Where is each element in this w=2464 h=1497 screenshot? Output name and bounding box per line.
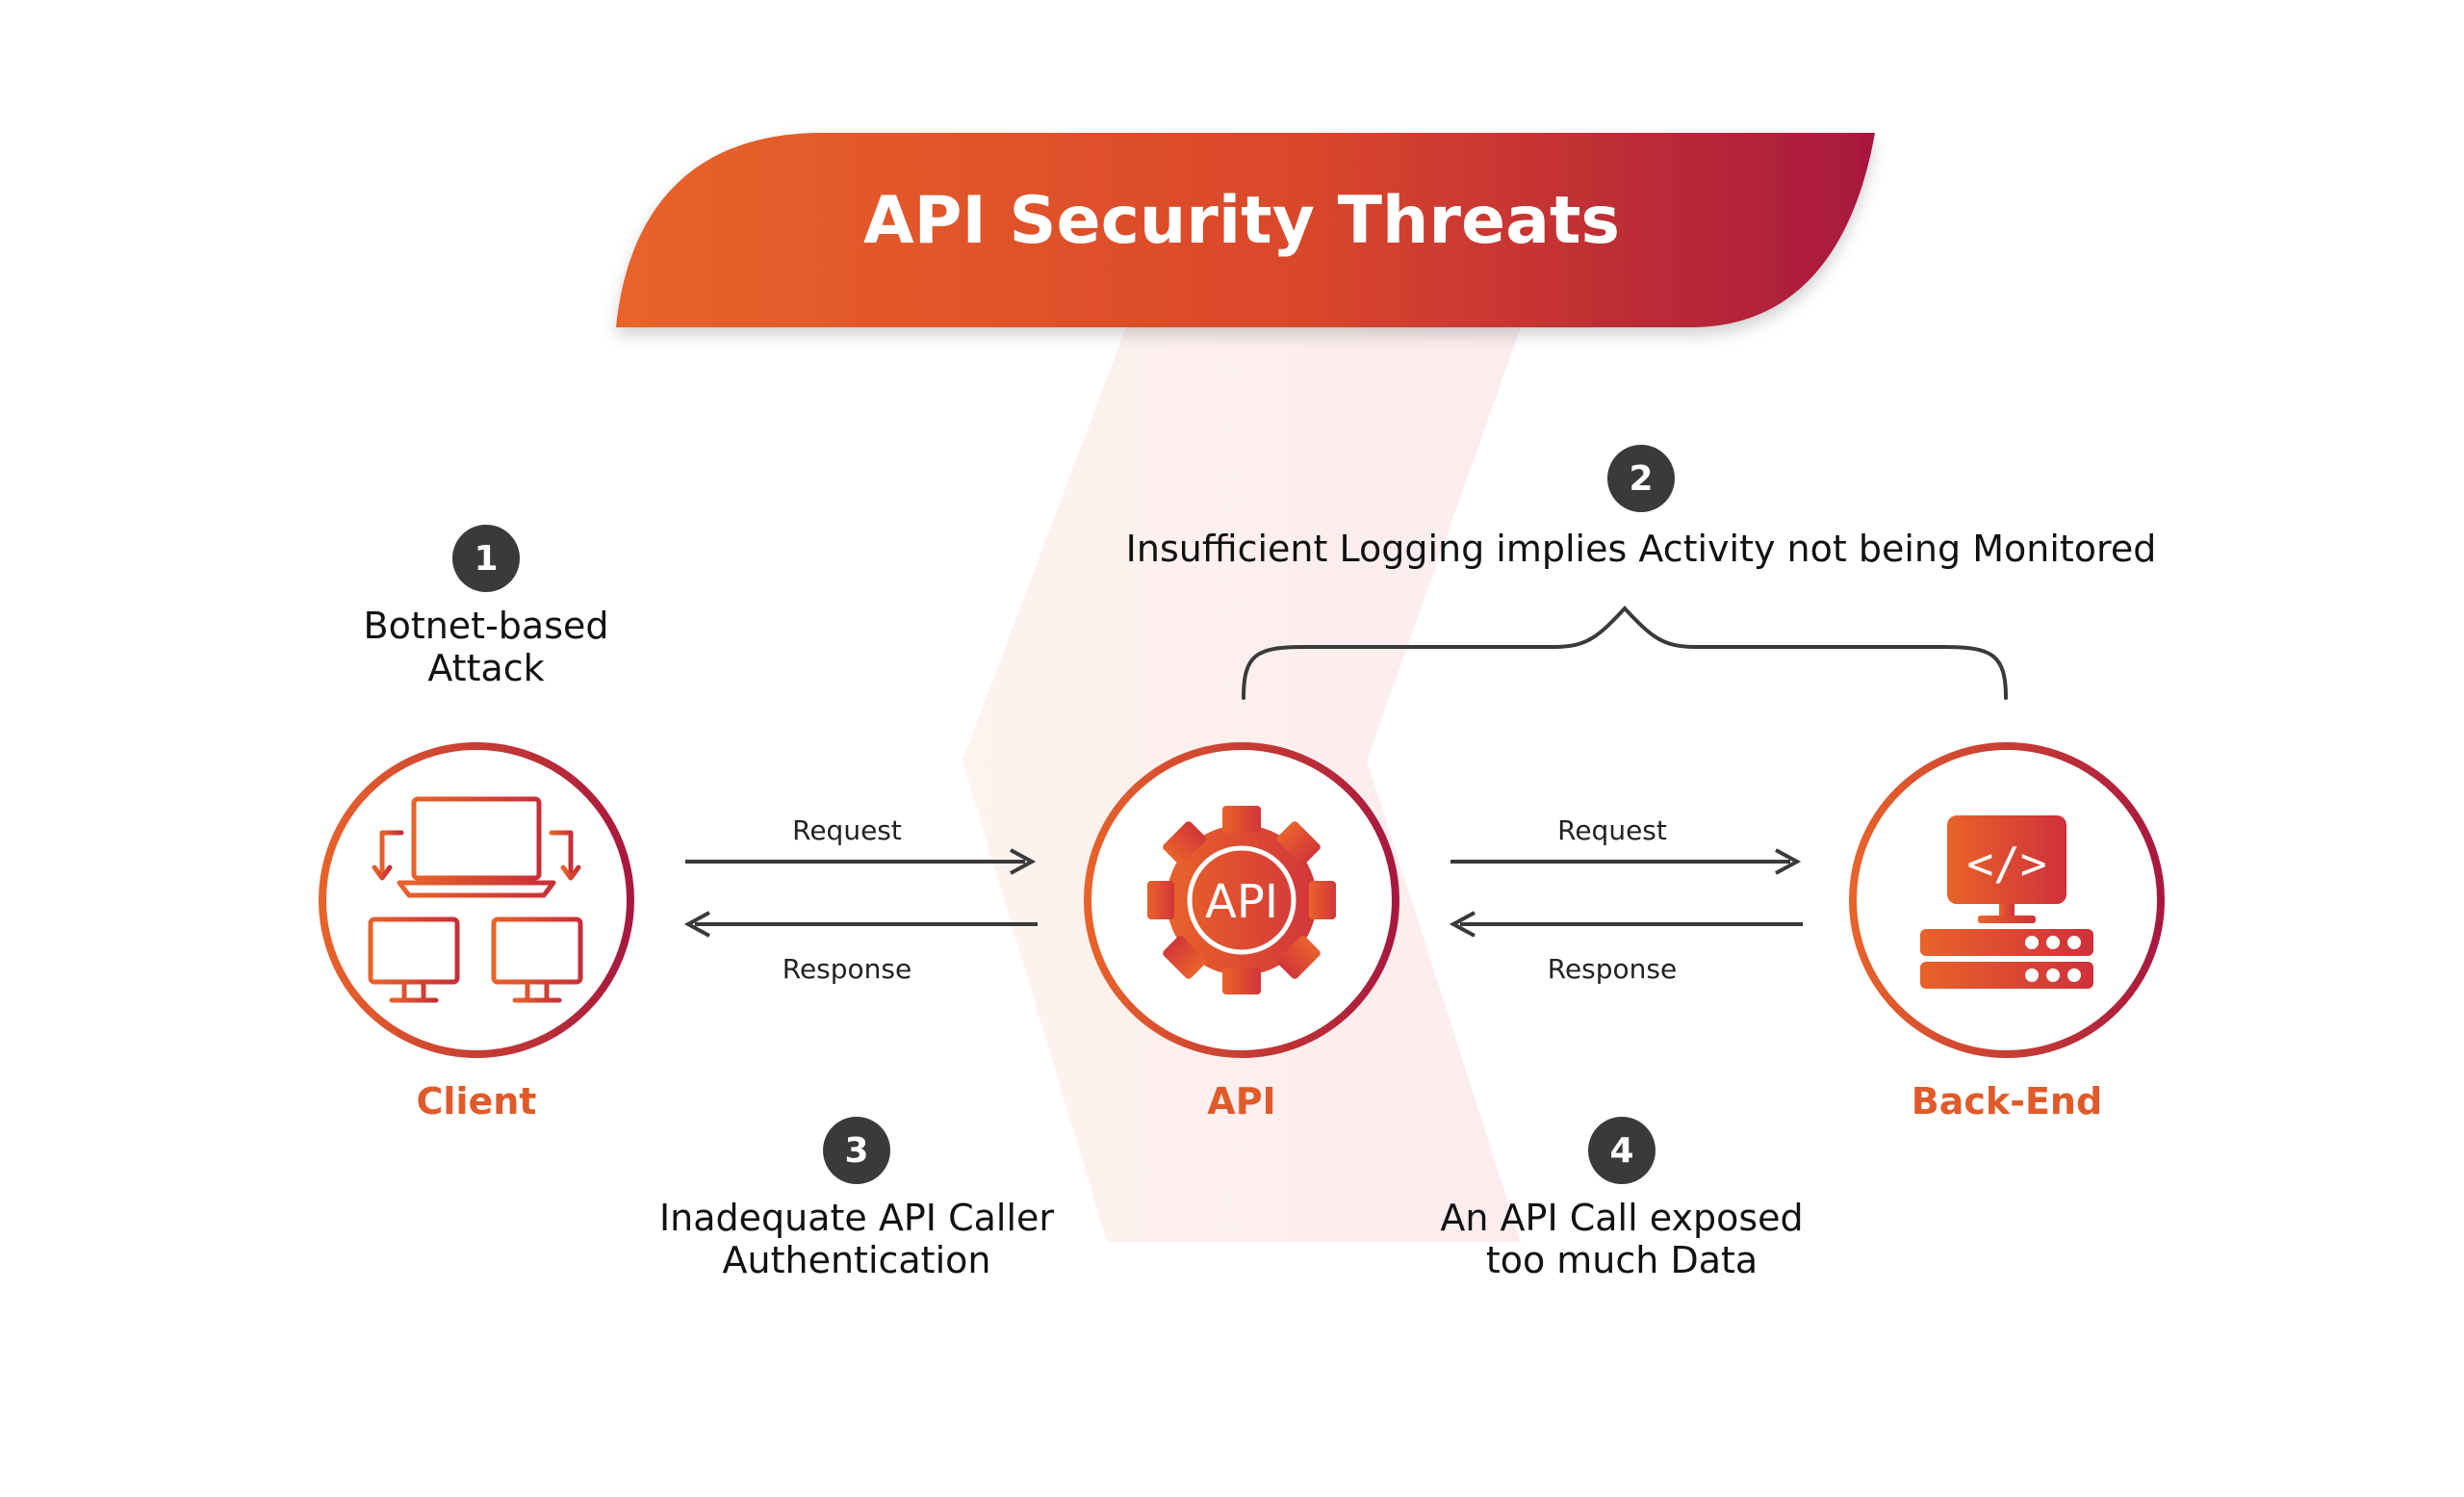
right-request-arrow [1450,848,1802,875]
threat-4-badge: 4 [1588,1117,1656,1184]
title-banner [616,133,1875,327]
threat-1-badge: 1 [452,525,520,592]
api-node: API [1078,736,1405,1064]
right-request-label: Request [1557,814,1667,846]
logging-brace [1242,606,2008,700]
threat-1-label: Botnet-based Attack [363,605,609,689]
client-node [313,736,640,1064]
left-response-label: Response [782,953,912,985]
threat-2-badge: 2 [1607,445,1675,512]
left-request-label: Request [792,814,902,846]
server-code-icon: </> [1920,815,2093,989]
botnet-computers-icon [368,796,583,1003]
client-label: Client [416,1080,537,1123]
code-icon-text: </> [1966,838,2046,890]
api-gear-icon: API [1147,806,1336,994]
backend-label: Back-End [1911,1080,2103,1123]
page-title: API Security Threats [863,183,1620,259]
left-request-arrow [685,848,1037,875]
left-response-arrow [683,911,1038,938]
backend-node: </> [1843,736,2170,1064]
right-response-label: Response [1547,953,1678,985]
threat-3-badge: 3 [823,1117,890,1184]
api-icon-text: API [1205,875,1278,929]
threat-4-label: An API Call exposed too much Data [1440,1197,1804,1281]
api-label: API [1207,1080,1276,1123]
threat-3-label: Inadequate API Caller Authentication [658,1197,1055,1281]
threat-2-label: Insufficient Logging implies Activity no… [1125,528,2157,570]
right-response-arrow [1449,911,1803,938]
